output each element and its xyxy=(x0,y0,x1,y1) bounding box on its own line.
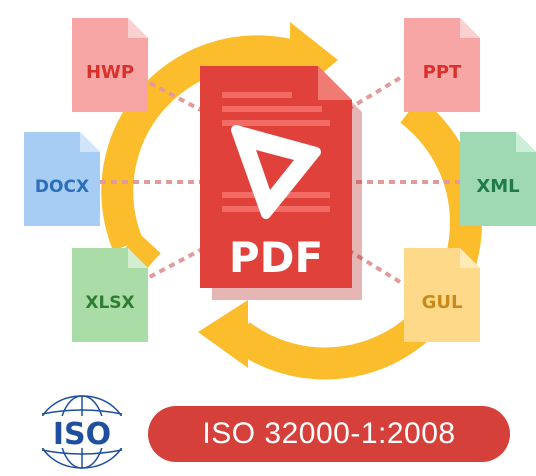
file-gul: GUL xyxy=(404,248,480,342)
file-ppt: PPT xyxy=(404,18,480,112)
file-xlsx: XLSX xyxy=(72,248,148,342)
file-ppt-label: PPT xyxy=(423,62,462,83)
iso-standard-text: ISO 32000-1:2008 xyxy=(202,417,456,450)
file-xml: XML xyxy=(460,132,536,226)
file-docx: DOCX xyxy=(24,132,100,226)
iso-standard-badge: ISO 32000-1:2008 xyxy=(148,406,510,462)
file-hwp: HWP xyxy=(72,18,148,112)
pdf-label: PDF xyxy=(229,233,323,282)
file-docx-label: DOCX xyxy=(35,177,89,197)
file-gul-label: GUL xyxy=(422,292,463,313)
iso-logo-text: ISO xyxy=(53,417,111,452)
iso-logo-icon: ISO xyxy=(34,395,130,469)
pdf-document: PDF xyxy=(200,66,362,300)
file-xml-label: XML xyxy=(476,176,519,197)
file-hwp-label: HWP xyxy=(86,62,134,83)
file-xlsx-label: XLSX xyxy=(85,293,134,313)
